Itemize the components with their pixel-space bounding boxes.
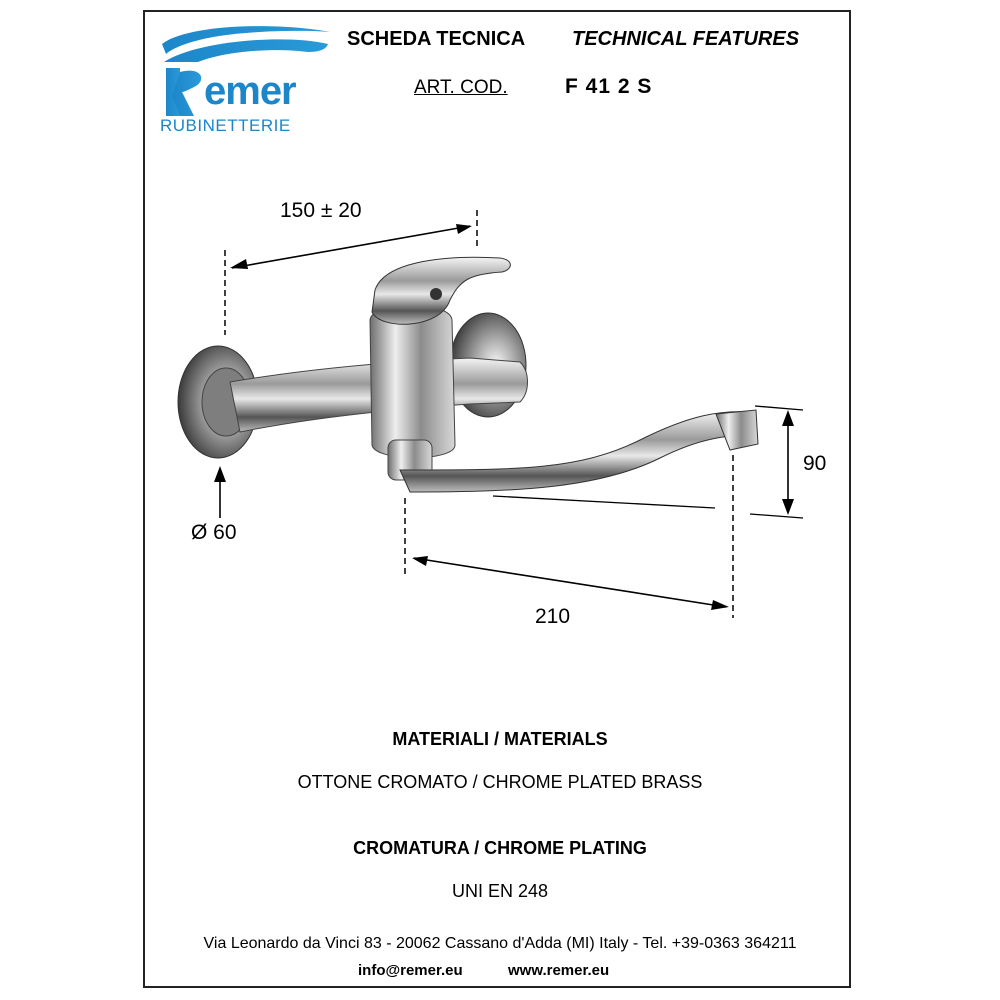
materials-title: MATERIALI / MATERIALS bbox=[392, 729, 608, 749]
plating-title: CROMATURA / CHROME PLATING bbox=[353, 838, 647, 858]
dimension-diameter-label: Ø 60 bbox=[191, 521, 237, 544]
scheda-tecnica-label: SCHEDA TECNICA bbox=[347, 28, 526, 50]
dimension-width-label: 150 ± 20 bbox=[280, 199, 362, 222]
logo-subtitle: RUBINETTERIE bbox=[160, 116, 291, 135]
article-code: F 41 2 S bbox=[565, 75, 653, 98]
materials-value: OTTONE CROMATO / CHROME PLATED BRASS bbox=[297, 772, 703, 792]
dimension-spout-label: 210 bbox=[535, 605, 571, 628]
email-link[interactable]: info@remer.eu bbox=[358, 962, 463, 979]
remer-logo: emer bbox=[162, 26, 330, 116]
svg-text:emer: emer bbox=[204, 69, 296, 113]
plating-value: UNI EN 248 bbox=[451, 881, 549, 901]
technical-features-label: TECHNICAL FEATURES bbox=[572, 28, 800, 50]
faucet-drawing bbox=[177, 210, 804, 618]
company-address: Via Leonardo da Vinci 83 - 20062 Cassano… bbox=[203, 935, 797, 952]
art-cod-label: ART. COD. bbox=[414, 77, 508, 98]
website-link[interactable]: www.remer.eu bbox=[508, 962, 610, 979]
dimension-height-label: 90 bbox=[803, 452, 827, 475]
